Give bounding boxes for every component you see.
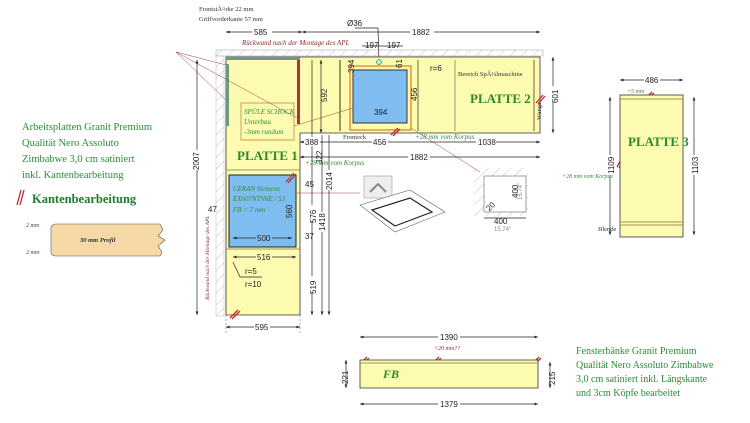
sink-sketch-depth: 400: [511, 184, 520, 198]
cooktop-model: EX607NTV6E / 53: [232, 195, 286, 203]
dim-1109: 1109: [607, 156, 616, 174]
sink-width: 394: [374, 108, 388, 117]
dim-592: 592: [320, 88, 329, 102]
radius-10: r=10: [245, 280, 262, 289]
cooktop-outer-width: 516: [257, 253, 271, 262]
dim-1882-mid: 1882: [410, 153, 428, 162]
backwall-note: Rückwand nach der Montage des APL: [241, 39, 349, 47]
dim-47: 47: [208, 205, 217, 214]
tap-hole: [376, 59, 382, 65]
edge-profile-shape: [50, 223, 166, 257]
back-wall: [215, 49, 544, 57]
grip-edge-note: Griffvorderkante 57 mm: [199, 16, 263, 23]
sink-sketch: 400 15.74" 20 400 15.74": [474, 168, 528, 233]
sink-label-box: [240, 102, 295, 141]
sink-mount: Unterbau: [244, 118, 271, 126]
dishwasher-area: Bereich SpÃ¼lmaschine: [458, 70, 523, 78]
sink-half-left: 197: [365, 41, 379, 50]
sink-tolerance: -3mm rundum: [244, 128, 283, 136]
profile-top-label: 2 mm: [26, 223, 40, 229]
plus20-note: +20 mm??: [434, 346, 460, 352]
dim-519: 519: [309, 280, 318, 294]
sink-basin: [352, 69, 408, 124]
cooktop-gap-bottom: 37: [305, 232, 314, 241]
sink-half-right: 197: [387, 41, 401, 50]
svg-text:585: 585: [254, 28, 268, 37]
dim-456: 456: [373, 138, 387, 147]
fb-spec-line-4: und 3cm Köpfe bearbeitet: [576, 388, 680, 399]
dim-2014: 2014: [325, 172, 334, 190]
dim-595: 595: [255, 323, 269, 332]
side-strip: [226, 64, 229, 126]
cooktop-sketch: [359, 175, 446, 233]
svg-text:1882: 1882: [412, 28, 430, 37]
dim-1038: 1038: [478, 138, 496, 147]
fb-spec-line-2: Qualität Nero Assoluto Zimbabwe: [576, 360, 714, 371]
dim-601: 601: [551, 89, 560, 103]
platte-3-countertop: [619, 94, 684, 238]
sink-sketch-depth-in: 15.74": [518, 183, 524, 200]
cooktop-height: 560: [285, 204, 294, 218]
dim-388: 388: [305, 138, 319, 147]
sink-radius: r=6: [430, 64, 442, 73]
dim-215: 215: [548, 371, 557, 385]
dim-1418: 1418: [318, 213, 327, 231]
spec-line-4: inkl. Kantenbearbeitung: [22, 170, 124, 181]
spec-line-3: Zimbabwe 3,0 cm satiniert: [22, 154, 135, 165]
blende-label: Blende: [598, 226, 617, 233]
dim-585: 585: [226, 27, 302, 37]
dim-576: 576: [309, 209, 318, 223]
sink-title: SPÜLE SCHOCK: [244, 108, 295, 116]
side-wall: [215, 55, 225, 317]
cooktop-fb: FB = 7 mm: [232, 206, 265, 214]
plus5-note: +5 mm: [627, 89, 645, 95]
cooktop-brand: CERAN Siemens: [233, 185, 280, 193]
sink-offset: 61: [395, 59, 404, 68]
platte-2-label: PLATTE 2: [470, 91, 531, 106]
spec-line-1: Arbeitsplatten Granit Premium: [22, 122, 152, 133]
wange-label: Wange: [536, 102, 543, 120]
dim-2007: 2007: [192, 152, 201, 170]
dim-1390: 1390: [440, 333, 458, 342]
fb-label: FB: [382, 367, 399, 381]
sink-height: 394: [347, 59, 356, 73]
sink-sketch-width-in: 15.74": [494, 227, 511, 233]
backwall-vertical-note: Rückwand nach der Montage des APL: [205, 216, 211, 301]
dim-1882-top: 1882: [302, 27, 540, 37]
cooktop-width: 500: [257, 234, 271, 243]
diameter-label: Ø36: [347, 19, 363, 28]
dim-1103: 1103: [691, 156, 700, 174]
korpus-note-1: +28 mm vom Korpus: [415, 133, 475, 141]
profile-label: 30 mm Profil: [79, 237, 116, 244]
front-thickness-note: FrontstÃ¤rke 22 mm: [199, 5, 254, 13]
fronteck-label: Fronteck: [343, 134, 367, 141]
korpus-note-2: +28 mm vom Korpus: [305, 159, 365, 167]
joint-strip: [297, 60, 300, 124]
dim-221: 221: [341, 370, 350, 384]
cooktop-gap-top: 45: [305, 180, 314, 189]
sink-outer-height: 456: [410, 87, 419, 101]
fb-window-sill: [359, 359, 539, 389]
spec-line-2: Qualität Nero Assoluto: [22, 138, 119, 149]
radius-5: r=5: [245, 267, 257, 276]
korpus-note-3: +28 mm vom Korpus: [562, 174, 614, 180]
dim-1379: 1379: [440, 400, 458, 409]
profile-bottom-label: 2 mm: [26, 250, 40, 256]
edge-processing-title: Kantenbearbeitung: [32, 192, 137, 206]
backsplash-strip: [226, 57, 300, 60]
fb-spec-line-3: 3,0 cm satiniert inkl. Längskante: [576, 374, 708, 385]
sink-outline: [349, 65, 412, 131]
platte-1-label: PLATTE 1: [237, 148, 298, 163]
dim-486: 486: [645, 76, 659, 85]
sink-sketch-width: 400: [494, 217, 508, 226]
platte-3-label: PLATTE 3: [628, 134, 689, 149]
fb-spec-line-1: Fensterbänke Granit Premium: [576, 346, 697, 357]
